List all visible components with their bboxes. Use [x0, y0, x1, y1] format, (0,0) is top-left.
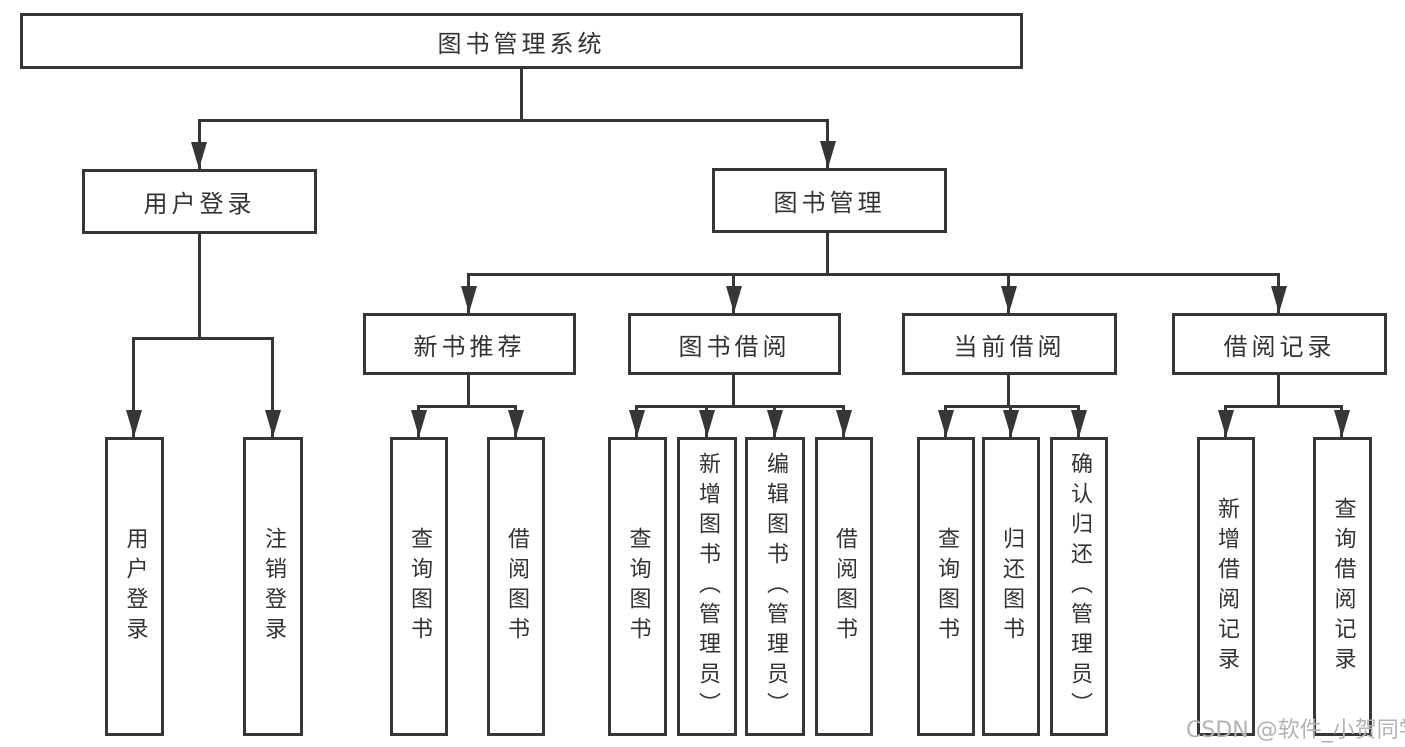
connector-line [467, 375, 470, 408]
node-new-book-recommend: 新书推荐 [363, 313, 576, 375]
arrow-down-icon [1334, 410, 1350, 437]
arrow-down-icon [191, 142, 207, 169]
arrow-down-icon [265, 410, 281, 437]
node-user-login-label: 用户登录 [143, 190, 256, 218]
leaf-confirm-return-admin: 确认归还（管理员） [1050, 437, 1108, 736]
leaf-borrow-books: 借阅图书 [815, 437, 873, 736]
arrow-down-icon [726, 286, 742, 313]
connector-line [417, 405, 517, 408]
arrow-down-icon [461, 286, 477, 313]
leaf-query-books-recommend-label: 查询图书 [407, 526, 432, 647]
arrow-down-icon [767, 410, 783, 437]
leaf-query-borrow-record-label: 查询借阅记录 [1330, 496, 1356, 677]
connector-line [198, 233, 201, 340]
connector-line [198, 119, 828, 122]
arrow-down-icon [1218, 410, 1234, 437]
node-book-management-label: 图书管理 [773, 189, 886, 217]
leaf-edit-books-admin-label: 编辑图书（管理员） [763, 451, 788, 722]
node-borrow-records-label: 借阅记录 [1223, 332, 1336, 361]
leaf-return-books-label: 归还图书 [999, 526, 1024, 647]
connector-line [732, 375, 735, 408]
leaf-borrow-books-recommend: 借阅图书 [487, 437, 545, 736]
arrow-down-icon [126, 410, 142, 437]
leaf-query-books-current: 查询图书 [917, 437, 975, 736]
node-user-login: 用户登录 [82, 169, 317, 234]
leaf-add-borrow-record-label: 新增借阅记录 [1214, 496, 1239, 677]
arrow-down-icon [1003, 410, 1019, 437]
connector-line [635, 405, 845, 408]
arrow-down-icon [938, 410, 954, 437]
node-borrow-records: 借阅记录 [1172, 313, 1387, 375]
connector-line [1007, 375, 1010, 408]
node-current-borrowing: 当前借阅 [902, 313, 1117, 375]
node-book-borrowing-label: 图书借阅 [678, 332, 791, 361]
arrow-down-icon [699, 410, 715, 437]
node-library-system: 图书管理系统 [20, 13, 1023, 69]
leaf-query-books-borrowing-label: 查询图书 [625, 526, 651, 647]
leaf-query-books-borrowing: 查询图书 [608, 437, 667, 736]
connector-line [132, 337, 274, 340]
connector-line [1277, 375, 1280, 408]
arrow-down-icon [629, 410, 645, 437]
leaf-query-borrow-record: 查询借阅记录 [1313, 437, 1372, 736]
leaf-edit-books-admin: 编辑图书（管理员） [745, 437, 805, 736]
connector-line [520, 68, 523, 122]
node-current-borrowing-label: 当前借阅 [953, 332, 1066, 361]
leaf-user-login-label: 用户登录 [122, 526, 148, 647]
arrow-down-icon [1271, 286, 1287, 313]
node-library-system-label: 图书管理系统 [437, 29, 606, 58]
arrow-down-icon [836, 410, 852, 437]
arrow-down-icon [1001, 286, 1017, 313]
leaf-add-books-admin-label: 新增图书（管理员） [695, 451, 720, 722]
leaf-logout-label: 注销登录 [261, 526, 286, 647]
leaf-logout: 注销登录 [243, 437, 303, 736]
leaf-borrow-books-recommend-label: 借阅图书 [504, 526, 529, 647]
connector-line [132, 337, 135, 437]
node-book-management: 图书管理 [712, 168, 947, 233]
connector-line [271, 337, 274, 437]
node-book-borrowing: 图书借阅 [628, 313, 841, 375]
leaf-add-borrow-record: 新增借阅记录 [1197, 437, 1255, 736]
leaf-add-books-admin: 新增图书（管理员） [677, 437, 737, 736]
node-new-book-recommend-label: 新书推荐 [413, 332, 526, 361]
connector-line [826, 233, 829, 276]
csdn-watermark: CSDN @软件_小贺同学 [1186, 718, 1405, 743]
arrow-down-icon [411, 410, 427, 437]
connector-line [467, 273, 1280, 276]
leaf-query-books-current-label: 查询图书 [934, 526, 959, 647]
arrow-down-icon [1071, 410, 1087, 437]
leaf-borrow-books-label: 借阅图书 [832, 526, 857, 647]
connector-line [1224, 405, 1343, 408]
connector-line [944, 405, 1080, 408]
arrow-down-icon [508, 410, 524, 437]
arrow-down-icon [820, 141, 836, 168]
leaf-return-books: 归还图书 [982, 437, 1040, 736]
leaf-query-books-recommend: 查询图书 [390, 437, 448, 736]
leaf-confirm-return-admin-label: 确认归还（管理员） [1067, 451, 1092, 722]
leaf-user-login: 用户登录 [105, 437, 164, 736]
